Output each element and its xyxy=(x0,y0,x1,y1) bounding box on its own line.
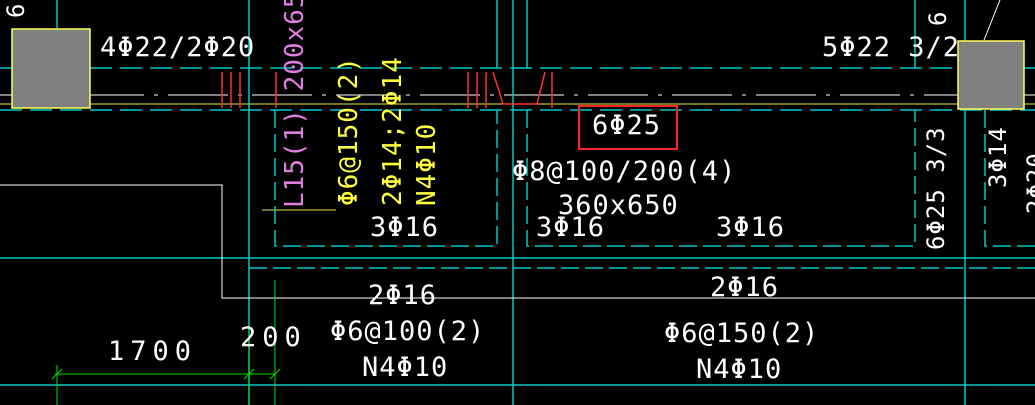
label-highlighted-rebar[interactable]: 6Φ25 xyxy=(592,110,662,141)
label-beam-waist[interactable]: N4Φ10 xyxy=(412,122,442,206)
column-left xyxy=(11,28,91,109)
label-top-right-rebar[interactable]: 5Φ22 3/2 xyxy=(822,32,961,63)
rebar-marks-red xyxy=(221,71,553,108)
dimension-lines xyxy=(51,280,281,405)
label-lower-right-stirrup[interactable]: Φ6@150(2) xyxy=(664,318,820,349)
label-beam-name[interactable]: L15(1) 200x650 xyxy=(280,0,310,208)
column-right xyxy=(957,40,1025,110)
label-top-left-cut: 6 xyxy=(2,2,30,18)
grid-lines-horizontal xyxy=(0,257,1035,386)
label-top-left-rebar[interactable]: 4Φ22/2Φ20 xyxy=(100,32,256,63)
label-beam-top-bottom[interactable]: 2Φ14;2Φ14 xyxy=(378,56,408,206)
beam-edge-lines-top xyxy=(0,67,1035,111)
dimension-200[interactable]: 200 xyxy=(240,322,307,353)
label-top-right-cut: 6 xyxy=(924,10,952,26)
label-bottom-left-inner[interactable]: 3Φ16 xyxy=(370,212,440,243)
label-section-main[interactable]: 360x650 xyxy=(558,190,679,221)
wall-outline xyxy=(0,184,1035,299)
beam-section-outlines xyxy=(249,110,1035,269)
label-right-vertical-rebar-2[interactable]: 3Φ14 xyxy=(984,126,1012,188)
label-right-vertical-rebar[interactable]: 6Φ25 3/3 xyxy=(922,126,950,250)
label-beam-stirrup[interactable]: Φ6@150(2) xyxy=(334,56,364,206)
dimension-1700[interactable]: 1700 xyxy=(108,336,198,367)
label-lower-left-rebar[interactable]: 2Φ16 xyxy=(368,280,438,311)
label-right-edge-partial[interactable]: 2Φ20 xyxy=(1022,152,1035,214)
label-lower-right-rebar[interactable]: 2Φ16 xyxy=(710,272,780,303)
columns xyxy=(11,0,1025,110)
selection-highlight-box[interactable] xyxy=(578,105,678,150)
label-bottom-mid-inner[interactable]: 3Φ16 xyxy=(536,212,606,243)
label-lower-right-waist[interactable]: N4Φ10 xyxy=(696,354,783,385)
label-lower-left-stirrup[interactable]: Φ6@100(2) xyxy=(330,316,486,347)
label-stirrup-main[interactable]: Φ8@100/200(4) xyxy=(512,156,737,187)
label-bottom-right-inner[interactable]: 3Φ16 xyxy=(716,212,786,243)
label-lower-left-waist[interactable]: N4Φ10 xyxy=(362,352,449,383)
